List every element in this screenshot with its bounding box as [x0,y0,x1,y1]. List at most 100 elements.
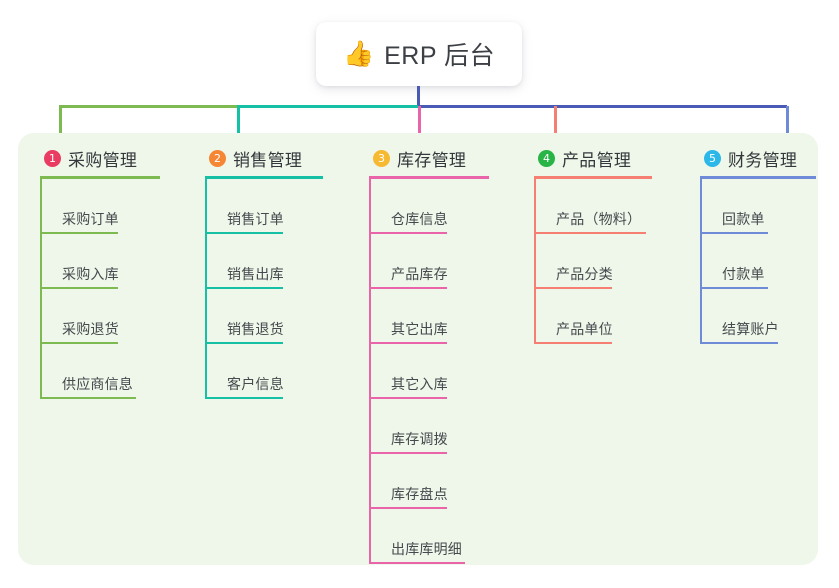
branch-item-label: 库存调拨 [391,431,448,447]
branch-item-rule [40,342,118,344]
branch-badge-4: 4 [538,149,555,167]
root-node-title: ERP 后台 [384,42,496,70]
branch-item-rule [205,287,283,289]
branch-badge-3: 3 [373,149,390,167]
branch-stub-2 [237,106,240,136]
branch-item[interactable]: 其它入库 [369,344,489,399]
branch-item-label: 产品单位 [556,321,613,337]
branch-item-rule [40,232,118,234]
branch-items-2: 销售订单销售出库销售退货客户信息 [205,179,323,399]
branch-item-label: 仓库信息 [391,211,448,227]
branch-column-1: 1 采购管理采购订单采购入库采购退货供应商信息 [40,145,160,399]
branch-item[interactable]: 出库库明细 [369,509,489,564]
branch-rule-1 [40,176,160,179]
branch-item[interactable]: 供应商信息 [40,344,160,399]
branch-stub-4 [554,106,557,136]
branch-item-rule [534,232,646,234]
branch-badge-1: 1 [44,149,61,167]
branch-item[interactable]: 销售退货 [205,289,323,344]
branch-item-rule [369,232,447,234]
branch-title-4: 产品管理 [562,150,632,170]
branch-item-label: 销售出库 [227,266,284,282]
thumbs-up-icon: 👍 [342,39,375,68]
root-node-content: 👍 ERP 后台 [343,36,495,72]
branch-item-label: 结算账户 [722,321,779,337]
branch-item[interactable]: 仓库信息 [369,179,489,234]
branch-item[interactable]: 采购退货 [40,289,160,344]
branch-item-rule [369,562,465,564]
branch-item-rule [40,287,118,289]
branch-column-4: 4 产品管理产品（物料） 产品分类产品单位 [534,145,652,344]
branch-item-label: 回款单 [722,211,765,227]
branch-item-rule [40,397,136,399]
branch-item[interactable]: 回款单 [700,179,816,234]
branch-title-3: 库存管理 [397,150,467,170]
branch-item-label: 产品分类 [556,266,613,282]
branch-item-rule [205,397,283,399]
branch-rule-2 [205,176,323,179]
branch-title-2: 销售管理 [233,150,303,170]
branch-item[interactable]: 库存调拨 [369,399,489,454]
branch-item-label: 库存盘点 [391,486,448,502]
branch-rule-5 [700,176,816,179]
branch-items-1: 采购订单采购入库采购退货供应商信息 [40,179,160,399]
branch-item-label: 出库库明细 [391,541,462,557]
branch-item[interactable]: 库存盘点 [369,454,489,509]
branch-item-rule [700,232,768,234]
branch-item[interactable]: 产品（物料） [534,179,652,234]
branch-item-label: 采购入库 [62,266,119,282]
branch-item-rule [205,232,283,234]
branch-item-label: 销售退货 [227,321,284,337]
branch-column-3: 3 库存管理仓库信息产品库存其它出库其它入库库存调拨库存盘点出库库明细 [369,145,489,564]
branch-badge-5: 5 [704,149,721,167]
bus-segment-purchase [59,105,237,108]
branch-rule-4 [534,176,652,179]
branch-item-label: 付款单 [722,266,765,282]
branch-stub-1 [59,106,62,136]
root-node[interactable]: 👍 ERP 后台 [316,22,522,86]
branch-item-rule [369,287,447,289]
branch-item[interactable]: 采购入库 [40,234,160,289]
branch-item[interactable]: 销售订单 [205,179,323,234]
branch-stub-5 [786,106,789,136]
branch-spine-1 [40,179,42,399]
branch-item[interactable]: 产品库存 [369,234,489,289]
branch-item-rule [369,342,447,344]
branch-items-5: 回款单付款单结算账户 [700,179,816,344]
branch-header-4[interactable]: 4 产品管理 [534,145,652,171]
branch-items-4: 产品（物料） 产品分类产品单位 [534,179,652,344]
branch-item-rule [369,452,447,454]
branch-item-label: 销售订单 [227,211,284,227]
branch-item-label: 其它入库 [391,376,448,392]
branch-item[interactable]: 客户信息 [205,344,323,399]
branch-spine-3 [369,179,371,564]
branch-header-1[interactable]: 1 采购管理 [40,145,160,171]
branch-item-rule [700,287,768,289]
branch-item-rule [534,287,612,289]
branch-item-rule [700,342,778,344]
branch-item[interactable]: 结算账户 [700,289,816,344]
branch-item[interactable]: 采购订单 [40,179,160,234]
branch-spine-2 [205,179,207,399]
branch-item-label: 其它出库 [391,321,448,337]
branch-item-rule [205,342,283,344]
branch-item[interactable]: 付款单 [700,234,816,289]
branch-item[interactable]: 产品单位 [534,289,652,344]
branch-header-3[interactable]: 3 库存管理 [369,145,489,171]
branch-spine-4 [534,179,536,344]
branch-spine-5 [700,179,702,344]
branch-item[interactable]: 其它出库 [369,289,489,344]
branch-item-label: 产品库存 [391,266,448,282]
branch-item-rule [369,507,447,509]
branch-item-rule [534,342,612,344]
branch-item[interactable]: 产品分类 [534,234,652,289]
branch-title-1: 采购管理 [68,150,138,170]
branch-item[interactable]: 销售出库 [205,234,323,289]
branch-item-label: 客户信息 [227,376,284,392]
